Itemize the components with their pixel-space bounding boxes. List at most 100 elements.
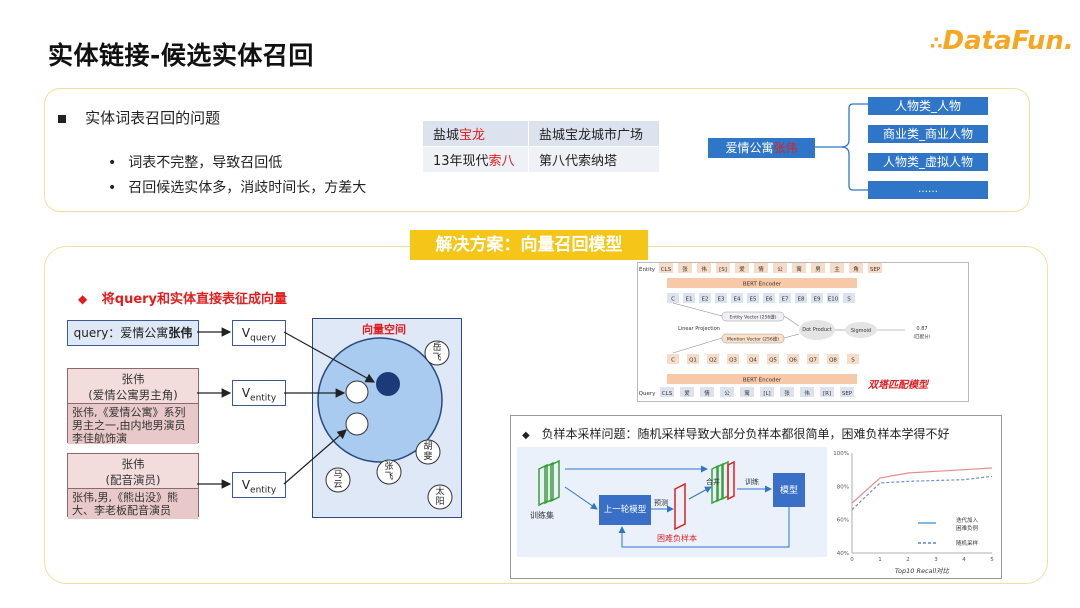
query-token-cell <box>700 387 714 397</box>
e-token: E4 <box>734 297 741 303</box>
q-token: Q5 <box>769 358 777 364</box>
predict-label: 预测 <box>654 499 668 507</box>
entity-box-1: 张伟 (爱情公寓男主角) 张伟,《爱情公寓》系列男主之一,由内地男演员李佳航饰演 <box>67 368 199 445</box>
query-token: 寓 <box>744 389 750 397</box>
category-item: 商业类_商业人物 <box>868 125 988 143</box>
query-token: SEP <box>842 391 853 397</box>
sigmoid-label: Sigmoid <box>851 328 871 334</box>
query-token: Query <box>639 391 656 397</box>
entity-token: 伟 <box>701 265 707 273</box>
q-token: Q8 <box>829 358 837 364</box>
q-token-cell <box>687 354 699 364</box>
train-set-label: 训练集 <box>530 511 554 520</box>
vector-space-title: 向量空间 <box>362 323 406 336</box>
query-token: [L] <box>763 391 770 397</box>
e-token-cell <box>667 293 679 303</box>
series-line-0 <box>851 467 993 504</box>
x-tick-label: 1 <box>878 557 882 563</box>
mention-table: 盐城宝龙 盐城宝龙城市广场 13年现代索八 第八代索纳塔 <box>422 120 660 173</box>
bert-encoder-top-label: BERT Encoder <box>743 282 782 288</box>
y-tick-label: 100% <box>833 451 849 457</box>
hard-neg-label: 困难负样本 <box>657 534 697 543</box>
neg-flow-diagram <box>538 459 805 548</box>
q-token-cell <box>667 354 679 364</box>
merge-label: 合并 <box>706 478 720 486</box>
q-token-cell <box>847 354 859 364</box>
query-token: 张 <box>784 389 790 397</box>
bullet-2: •召回候选实体多，消歧时间长，方差大 <box>108 180 367 196</box>
q-token: S <box>851 358 855 364</box>
category-item: 人物类_虚拟人物 <box>868 153 988 171</box>
entity-vector-box <box>721 311 785 322</box>
e-token: E2 <box>702 297 709 303</box>
left-heading: 将query和实体直接表征成向量 <box>101 292 288 307</box>
query-token-cell <box>780 387 794 397</box>
x-tick-label: 3 <box>934 557 938 563</box>
y-tick-label: 40% <box>837 551 849 557</box>
neg-heading-row: ◆ 负样本采样问题：随机采样导致大部分负样本都很简单，困难负样本学得不好 <box>522 425 950 442</box>
entity-token-cell <box>811 263 825 273</box>
e-token-cell <box>827 293 839 303</box>
table-cell: 13年现代索八 <box>422 146 529 173</box>
e-token: E8 <box>798 297 805 303</box>
q-token: Q7 <box>809 358 817 364</box>
q-token-cell <box>727 354 739 364</box>
e-token-cell <box>763 293 775 303</box>
query-token-cell <box>660 387 674 397</box>
x-tick-label: 2 <box>906 557 910 563</box>
x-tick-label: 5 <box>990 557 994 563</box>
bert-encoder-top-bar <box>667 278 857 288</box>
e-token-cell <box>715 293 727 303</box>
entity-token-cell <box>659 263 673 273</box>
q-token: Q1 <box>689 358 697 364</box>
entity1-name: 张伟 <box>121 372 145 386</box>
solution-banner: 解决方案：向量召回模型 <box>410 230 648 260</box>
entity-token-cell <box>754 263 768 273</box>
legend-label-1a: 迭代加入 <box>956 516 979 524</box>
entity-token: 主 <box>834 265 840 273</box>
v-query-box: Vquery <box>232 320 286 346</box>
entity-token-cell <box>697 263 711 273</box>
e-token: E7 <box>782 297 789 303</box>
category-item: 人物类_人物 <box>868 97 988 115</box>
connector-line <box>672 302 723 317</box>
entity-token: [S] <box>719 267 727 273</box>
entity-token-cell <box>773 263 787 273</box>
e-token: E5 <box>750 297 757 303</box>
top-panel <box>44 88 1030 212</box>
name-yuefei: 岳飞 <box>432 343 442 363</box>
entity-token: 男 <box>815 266 821 273</box>
query-box: query：爱情公寓张伟 <box>67 320 199 346</box>
connector-line <box>783 315 800 327</box>
entity2-desc: 张伟,男,《熊出没》熊大、李老板配音演员 <box>68 488 198 519</box>
entity-token: SEP <box>870 267 881 273</box>
e-token: E6 <box>766 297 773 303</box>
query-token-cell <box>840 387 854 397</box>
v-entity-box-1: Ventity <box>232 380 286 406</box>
table-row: 盐城宝龙 盐城宝龙城市广场 <box>422 120 660 147</box>
e-token-cell <box>699 293 711 303</box>
q-token-cell <box>747 354 759 364</box>
e-token-cell <box>747 293 759 303</box>
score-value: 0.87 <box>916 326 927 332</box>
entity-token-cell <box>678 263 692 273</box>
linear-projection-label: Linear Projection <box>678 326 720 332</box>
query-mention-box: 爱情公寓张伟 <box>708 138 815 158</box>
table-cell: 第八代索纳塔 <box>528 146 660 173</box>
name-mayun: 马云 <box>333 470 343 490</box>
q-token-cell <box>827 354 839 364</box>
e-token: E3 <box>718 297 725 303</box>
q-token: C <box>671 358 675 364</box>
square-bullet-icon <box>58 115 66 123</box>
top-heading: 实体词表召回的问题 <box>85 109 221 127</box>
datafun-logo: ∴DataFun. <box>930 26 1074 56</box>
v-entity-box-2: Ventity <box>232 472 286 498</box>
e-token: E10 <box>828 297 839 303</box>
query-token: 情 <box>704 389 710 397</box>
query-token-cell <box>820 387 834 397</box>
entity1-desc: 张伟,《爱情公寓》系列男主之一,由内地男演员李佳航饰演 <box>68 403 198 445</box>
entity2-sub: (配音演员) <box>105 473 161 487</box>
bert-encoder-bottom-bar <box>667 374 857 384</box>
entity-token-cell <box>849 263 863 273</box>
